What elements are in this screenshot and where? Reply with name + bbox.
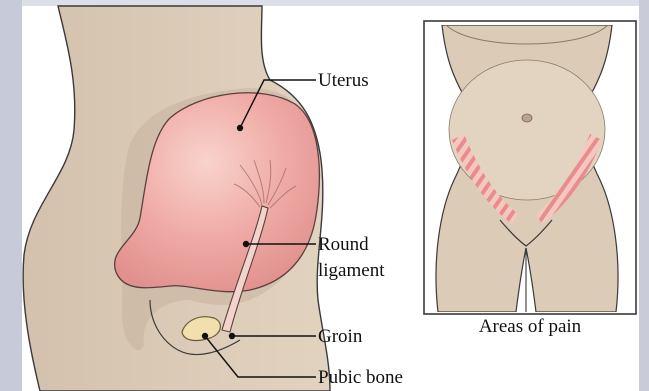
uterus-label: Uterus bbox=[318, 70, 369, 91]
navel-mark bbox=[522, 114, 532, 122]
groin-label: Groin bbox=[318, 326, 362, 347]
pubic-bone-label: Pubic bone bbox=[318, 367, 403, 388]
round-ligament-label-line1: Round bbox=[318, 234, 369, 255]
inset-panel bbox=[424, 21, 636, 314]
round-ligament-label-line2: ligament bbox=[318, 260, 384, 281]
inset-caption: Areas of pain bbox=[424, 316, 636, 338]
